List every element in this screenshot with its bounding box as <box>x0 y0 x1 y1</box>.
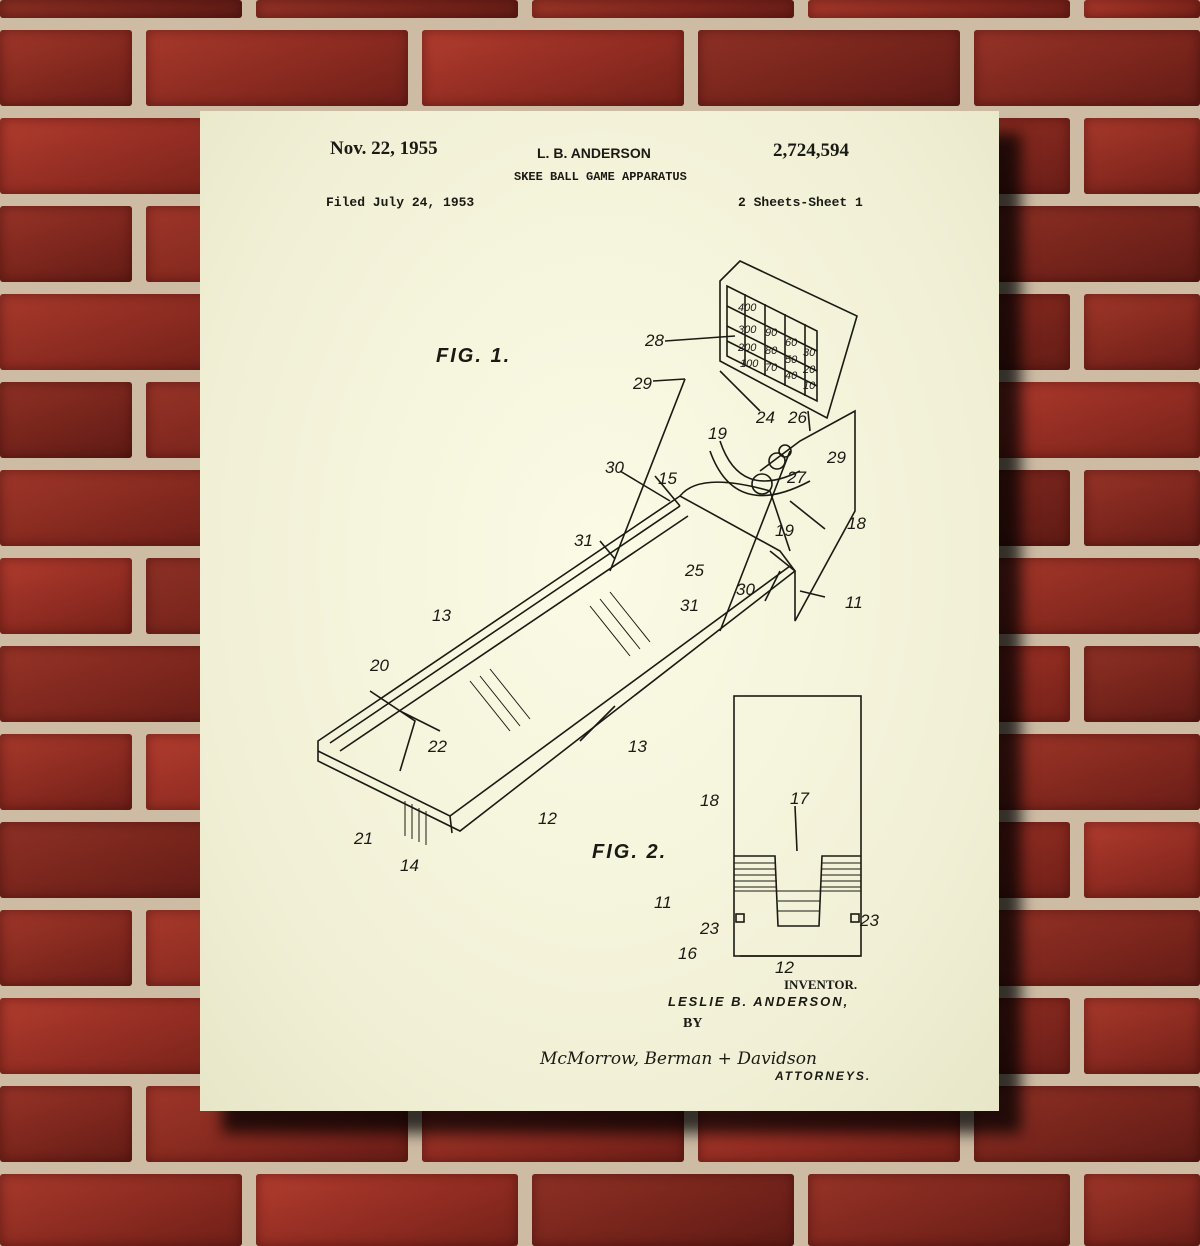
reference-numeral: 16 <box>678 944 697 963</box>
fig2-label: FIG. 2. <box>592 841 668 863</box>
reference-numeral: 14 <box>400 856 419 875</box>
score-value: 10 <box>803 380 816 392</box>
attorneys-label: ATTORNEYS. <box>775 1069 872 1083</box>
reference-numeral: 31 <box>574 531 593 550</box>
scoreboard-box <box>719 260 858 420</box>
score-value: 200 <box>737 342 757 354</box>
score-value: 300 <box>738 324 757 336</box>
patent-poster: Nov. 22, 1955 L. B. ANDERSON 2,724,594 S… <box>200 111 999 1111</box>
brick <box>0 206 132 282</box>
reference-numeral: 19 <box>708 424 727 443</box>
reference-numeral: 18 <box>847 514 866 533</box>
brick <box>0 1174 242 1246</box>
brick <box>146 30 408 106</box>
reference-numeral: 27 <box>786 468 806 487</box>
brick <box>808 0 1070 18</box>
score-value: 70 <box>765 362 778 374</box>
reference-numeral: 13 <box>628 737 647 756</box>
fig1-label: FIG. 1. <box>436 345 512 367</box>
lane-outline <box>317 495 797 832</box>
score-value: 80 <box>765 345 778 357</box>
brick <box>1084 470 1200 546</box>
reference-numeral: 23 <box>699 919 719 938</box>
reference-numeral: 21 <box>353 829 373 848</box>
reference-numeral: 29 <box>826 448 846 467</box>
inventor-header: L. B. ANDERSON <box>537 145 651 161</box>
brick <box>974 206 1200 282</box>
brick <box>422 30 684 106</box>
brick <box>1084 0 1200 18</box>
reference-numeral: 22 <box>427 737 447 756</box>
brick <box>974 30 1200 106</box>
brick <box>0 910 132 986</box>
reference-numeral: 31 <box>680 596 699 615</box>
score-value: 50 <box>785 354 798 366</box>
reference-numeral: 12 <box>775 958 794 977</box>
brick <box>974 382 1200 458</box>
brick <box>1084 294 1200 370</box>
brick <box>0 0 242 18</box>
brick <box>974 1086 1200 1162</box>
reference-numeral: 23 <box>859 911 879 930</box>
brick <box>256 0 518 18</box>
score-value: 20 <box>802 364 816 376</box>
score-value: 90 <box>765 327 778 339</box>
patent-date: Nov. 22, 1955 <box>330 138 438 159</box>
brick <box>532 0 794 18</box>
brick <box>698 30 960 106</box>
reference-numeral: 11 <box>654 893 672 912</box>
score-value: 30 <box>803 347 816 359</box>
reference-numeral: 30 <box>605 458 624 477</box>
reference-numeral: 12 <box>538 809 557 828</box>
reference-numeral: 30 <box>736 580 755 599</box>
reference-numeral: 17 <box>790 789 809 808</box>
reference-numeral: 19 <box>775 521 794 540</box>
reference-numeral: 20 <box>369 656 389 675</box>
brick <box>974 734 1200 810</box>
brick <box>0 30 132 106</box>
fig2-outline <box>733 695 862 957</box>
brick <box>1084 1174 1200 1246</box>
brick <box>0 1086 132 1162</box>
score-value: 400 <box>738 302 757 314</box>
filed-date: Filed July 24, 1953 <box>326 195 475 210</box>
reference-numeral: 29 <box>632 374 652 393</box>
brick <box>0 558 132 634</box>
reference-numeral: 18 <box>700 791 719 810</box>
brick <box>974 558 1200 634</box>
inventor-name: LESLIE B. ANDERSON, <box>668 994 850 1009</box>
reference-numeral: 13 <box>432 606 451 625</box>
brick <box>532 1174 794 1246</box>
score-value: 60 <box>785 337 798 349</box>
score-value: 40 <box>785 370 798 382</box>
brick <box>256 1174 518 1246</box>
sheet-count: 2 Sheets-Sheet 1 <box>738 195 863 210</box>
brick <box>1084 998 1200 1074</box>
patent-number: 2,724,594 <box>773 140 849 161</box>
reference-numeral: 26 <box>787 408 807 427</box>
brick <box>0 382 132 458</box>
patent-title: SKEE BALL GAME APPARATUS <box>514 170 687 184</box>
inventor-label: INVENTOR. <box>784 977 858 992</box>
brick <box>1084 646 1200 722</box>
reference-numeral: 24 <box>755 408 775 427</box>
brick <box>808 1174 1070 1246</box>
brick <box>1084 118 1200 194</box>
score-value: 100 <box>740 358 759 370</box>
reference-numeral: 11 <box>845 593 863 612</box>
patent-drawing: 400 300 200 100 90 80 70 60 50 40 30 20 … <box>317 260 879 977</box>
reference-numeral: 28 <box>644 331 664 350</box>
brick <box>974 910 1200 986</box>
reference-numeral: 15 <box>658 469 677 488</box>
attorney-signature: McMorrow, Berman + Davidson <box>540 1049 817 1069</box>
brick <box>1084 822 1200 898</box>
brick <box>0 734 132 810</box>
reference-numeral: 25 <box>684 561 704 580</box>
by-label: BY <box>683 1016 703 1031</box>
